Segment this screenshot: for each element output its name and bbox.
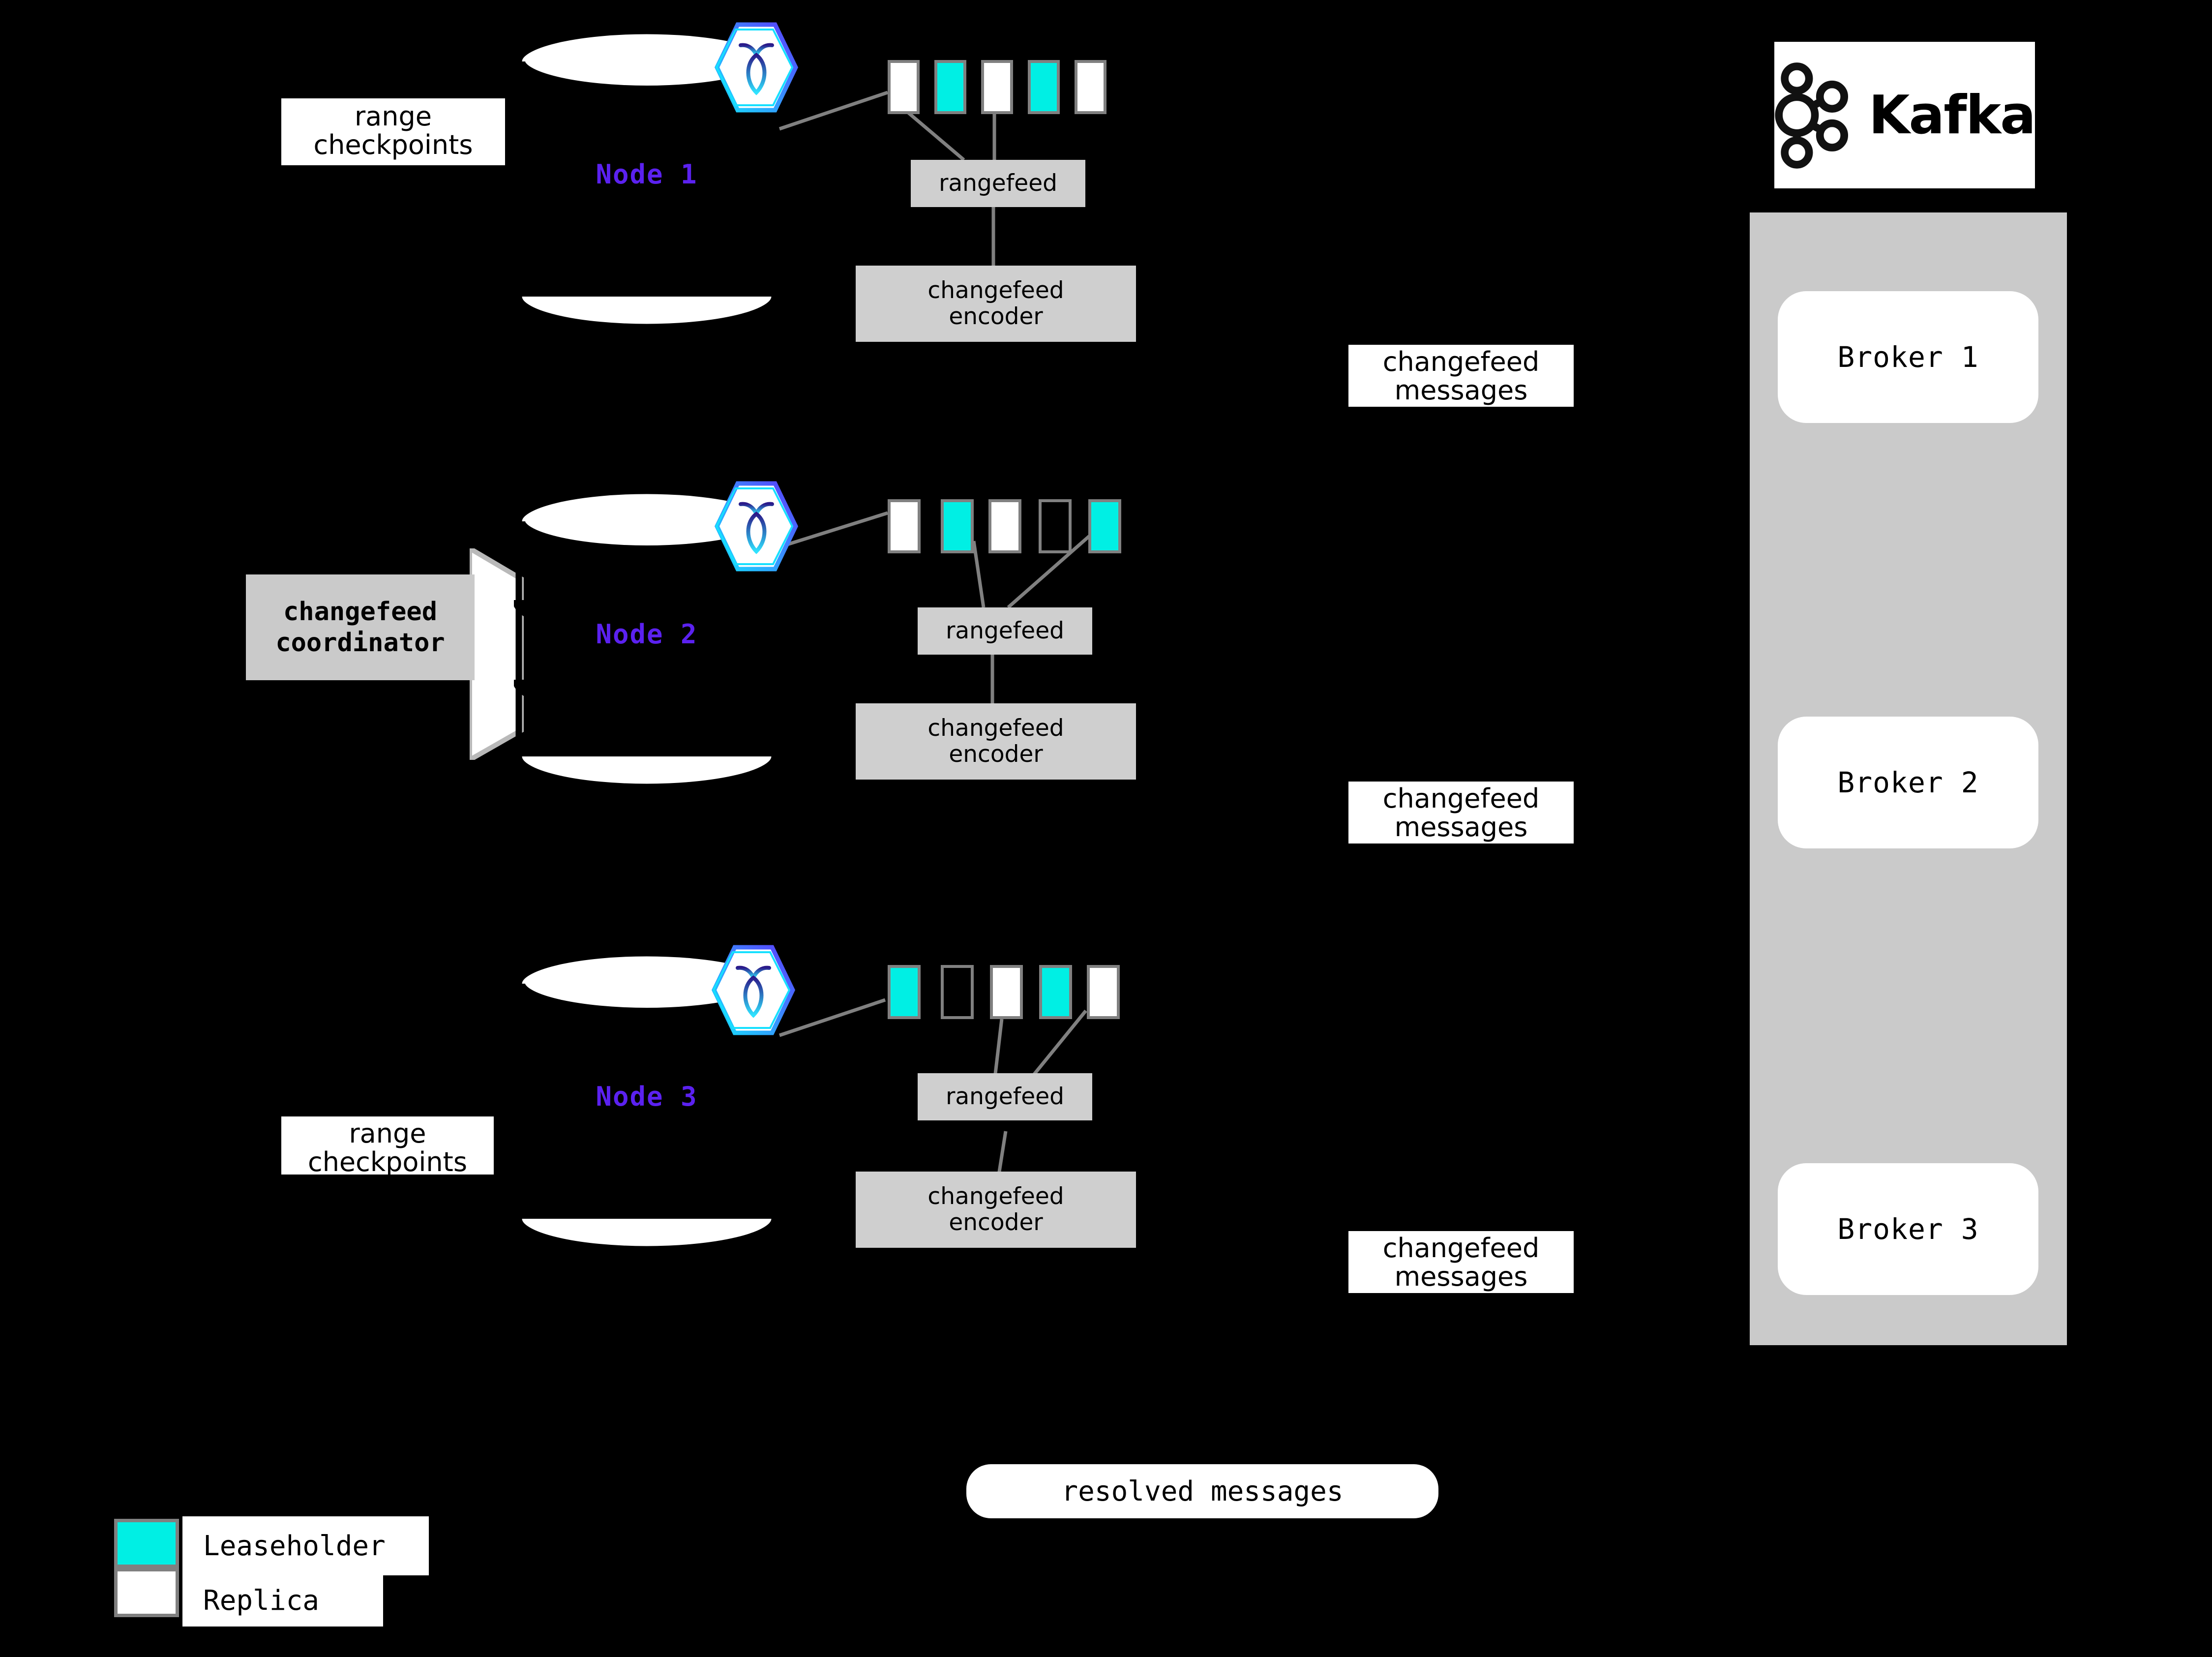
node-3-range-3[interactable]	[990, 965, 1023, 1019]
node-2-encoder-box[interactable]: changefeed encoder	[856, 703, 1136, 780]
node-1-range-4[interactable]	[1028, 60, 1060, 114]
node-1-range-1[interactable]	[888, 60, 920, 114]
node-1-cockroachdb-hexagon-icon	[712, 21, 801, 114]
kafka-inbound-arrow-icon	[2068, 332, 2095, 350]
node-1-range-2[interactable]	[934, 60, 966, 114]
node-2-rangefeed-label: rangefeed	[946, 617, 1064, 644]
kafka-broker-3[interactable]: Broker 3	[1778, 1163, 2038, 1295]
node-3-checkpoints-line1: range	[349, 1118, 426, 1149]
kafka-broker-2[interactable]: Broker 2	[1778, 717, 2038, 848]
node-3-messages-line2: messages	[1394, 1261, 1528, 1293]
node-3-range-4[interactable]	[1039, 965, 1072, 1019]
kafka-wordmark: Kafka	[1868, 84, 2036, 146]
coordinator-line2: coordinator	[275, 628, 445, 658]
node-2-range-4[interactable]	[1039, 499, 1072, 553]
kafka-nodes-icon	[1775, 62, 1849, 169]
node-1-messages-line1: changefeed	[1382, 346, 1540, 377]
node-1-cylinder: Node 1	[514, 27, 779, 332]
kafka-broker-2-label: Broker 2	[1837, 766, 1979, 799]
node-3-messages-line1: changefeed	[1382, 1233, 1540, 1264]
node-3-encoder-line2: encoder	[949, 1208, 1043, 1236]
kafka-broker-3-label: Broker 3	[1837, 1212, 1979, 1246]
legend-label-replica: Replica	[182, 1574, 383, 1627]
node-3-cylinder: Node 3	[514, 949, 779, 1254]
node-1-changefeed-messages-label: changefeed messages	[1348, 345, 1574, 407]
node-2-encoder-line1: changefeed	[927, 714, 1064, 742]
node-1-range-5[interactable]	[1075, 60, 1106, 114]
node-3-checkpoints-line2: checkpoints	[308, 1146, 467, 1178]
node-3-rangefeed-box[interactable]: rangefeed	[918, 1073, 1092, 1120]
legend-swatch-leaseholder	[114, 1519, 179, 1568]
node-1-checkpoints-line2: checkpoints	[313, 129, 473, 161]
node-1-checkpoints-line1: range	[354, 101, 432, 132]
node-2-cockroachdb-hexagon-icon	[712, 480, 801, 573]
node-2-messages-line1: changefeed	[1382, 783, 1540, 814]
node-2-rangefeed-box[interactable]: rangefeed	[918, 607, 1092, 655]
node-3-rangefeed-label: rangefeed	[946, 1083, 1064, 1110]
node-3-encoder-line1: changefeed	[927, 1182, 1064, 1210]
node-1-encoder-box[interactable]: changefeed encoder	[856, 266, 1136, 342]
node-1-encoder-line2: encoder	[949, 302, 1043, 330]
node-3-changefeed-messages-label: changefeed messages	[1348, 1231, 1574, 1293]
node-2-range-3[interactable]	[988, 499, 1021, 553]
node-3-cockroachdb-hexagon-icon	[709, 943, 798, 1037]
node-3-range-5[interactable]	[1087, 965, 1120, 1019]
node-1-range-3[interactable]	[981, 60, 1013, 114]
legend-leaseholder-text: Leaseholder	[203, 1530, 386, 1562]
legend-label-leaseholder: Leaseholder	[182, 1516, 429, 1575]
legend-swatch-replica	[114, 1568, 179, 1617]
node-3-label: Node 3	[596, 1081, 698, 1112]
node-2-range-2[interactable]	[941, 499, 974, 553]
resolved-messages-label: resolved messages	[1061, 1475, 1344, 1507]
kafka-broker-1[interactable]: Broker 1	[1778, 291, 2038, 423]
node-3-range-2[interactable]	[941, 965, 974, 1019]
kafka-logo: Kafka	[1774, 42, 2036, 188]
legend-replica-text: Replica	[203, 1584, 320, 1617]
node-2-range-1[interactable]	[888, 499, 921, 553]
node-2-changefeed-messages-label: changefeed messages	[1348, 782, 1574, 844]
node-1-label: Node 1	[596, 159, 698, 190]
kafka-broker-1-label: Broker 1	[1837, 340, 1979, 374]
node-1-encoder-line1: changefeed	[927, 276, 1064, 304]
changefeed-coordinator-box[interactable]: changefeed coordinator	[246, 574, 475, 680]
node-3-range-checkpoints-label: range checkpoints	[281, 1116, 494, 1178]
node-2-label: Node 2	[596, 619, 698, 650]
node-1-rangefeed-box[interactable]: rangefeed	[911, 160, 1085, 207]
node-1-messages-line2: messages	[1394, 375, 1528, 406]
node-2-encoder-line2: encoder	[949, 740, 1043, 768]
node-3-range-1[interactable]	[888, 965, 921, 1019]
node-1-rangefeed-label: rangefeed	[939, 169, 1057, 197]
node-2-range-5[interactable]	[1088, 499, 1121, 553]
node-3-encoder-box[interactable]: changefeed encoder	[856, 1172, 1136, 1248]
node-1-range-checkpoints-label: range checkpoints	[281, 98, 505, 165]
node-2-messages-line2: messages	[1394, 812, 1528, 843]
resolved-messages-pill[interactable]: resolved messages	[966, 1464, 1438, 1518]
coordinator-line1: changefeed	[283, 597, 438, 627]
